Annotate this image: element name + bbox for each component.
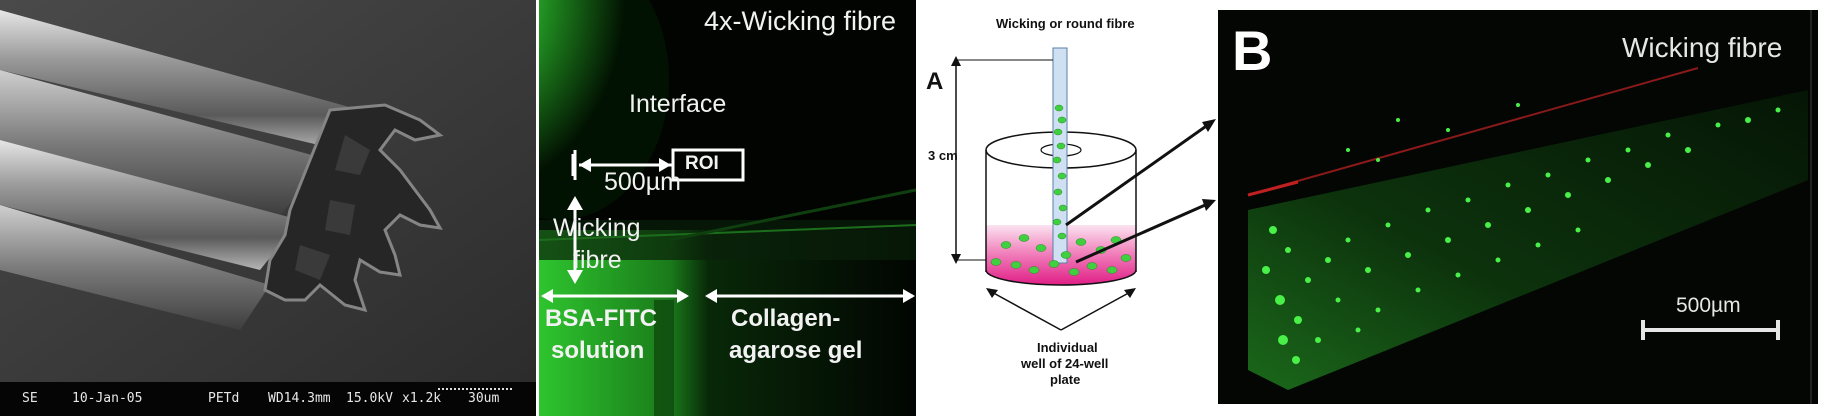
sem-micrograph-panel: SE 10-Jan-05 PETd WD14.3mm 15.0kV x1.2k … [0,0,536,416]
panel-b: B Wicking fibre 500µm [1218,0,1818,416]
wicking-fluorescence-panel: 4x-Wicking fibre Interface ROI 500µm Wic… [539,0,916,416]
sem-info-bar: SE 10-Jan-05 PETd WD14.3mm 15.0kV x1.2k … [0,382,536,416]
sem-wd-text: WD14.3mm [268,391,331,406]
sem-mode-text: SE [22,391,38,406]
sem-scale-text: 30um [468,391,500,406]
well-label-2: well of 24-well [1021,356,1109,371]
panel-a-letter: A [926,68,944,95]
well-schematic-panel: A Wicking or round fibre 3 cm Individual… [916,0,1216,416]
sem-fibre-image [0,0,536,382]
well-label-3: plate [1050,372,1081,387]
wicking-title: 4x-Wicking fibre [704,6,897,36]
gel-label-2: agarose gel [729,337,863,364]
panel-b-scale-label: 500µm [1676,294,1741,317]
wicking-fibre-label-1: Wicking [553,214,641,242]
panel-b-letter: B [1232,19,1273,82]
panel-b-title: Wicking fibre [1622,32,1783,63]
well-label-1: Individual [1037,340,1098,355]
roi-label: ROI [685,153,719,174]
panel-b-fluorescence [1218,10,1818,404]
gel-label-1: Collagen- [731,305,841,332]
sem-sample-text: PETd [208,391,240,406]
sem-scale-bar [438,388,512,394]
distance-label: 500µm [604,168,681,196]
fibre-type-label: Wicking or round fibre [996,16,1135,31]
sem-kv-text: 15.0kV [346,391,393,406]
wicking-fibre-label-2: fibre [573,246,622,274]
height-label: 3 cm [928,148,958,163]
bsa-fitc-label-1: BSA-FITC [545,305,657,332]
well-diagram [951,47,1216,331]
interface-label: Interface [629,90,727,118]
panel-b-border [1810,10,1812,404]
fluorescence-image [539,0,916,416]
sem-date-text: 10-Jan-05 [72,391,143,406]
panel-b-image: B Wicking fibre 500µm [1218,10,1818,404]
sem-mag-text: x1.2k [402,391,442,406]
bsa-fitc-label-2: solution [551,337,645,364]
